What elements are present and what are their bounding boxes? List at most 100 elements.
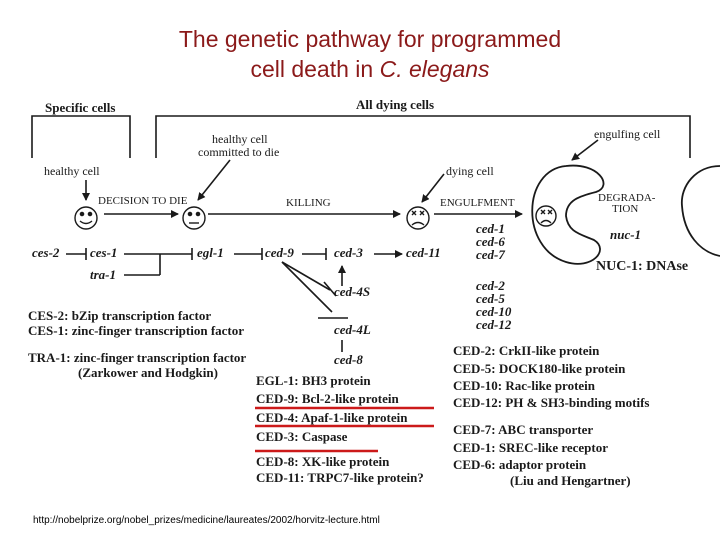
gene-ced-4L: ced-4L — [334, 322, 371, 337]
legend-ced-12-desc: PH & SH3-binding motifs — [505, 395, 650, 410]
source-url[interactable]: http://nobelprize.org/nobel_prizes/medic… — [33, 515, 380, 526]
legend-ced-8: CED-8: XK-like protein — [256, 454, 389, 470]
gene-ced-7: ced-7 — [476, 247, 505, 262]
pointer-dying-cell — [421, 173, 445, 203]
all-dying-cells-header: All dying cells — [356, 97, 435, 112]
legend-ced-3-desc: Caspase — [301, 429, 348, 444]
legend-ced-9-desc: Bcl-2-like protein — [301, 391, 399, 406]
legend-ced-12: CED-12: PH & SH3-binding motifs — [453, 395, 649, 411]
legend-ced-8-name: CED-8: — [256, 454, 299, 469]
engulfing-cell-label: engulfing cell — [594, 127, 661, 141]
legend-ced-4-desc: Apaf-1-like protein — [301, 410, 408, 425]
legend-ced-5-desc: DOCK180-like protein — [498, 361, 626, 376]
legend-tra-1: TRA-1: zinc-finger transcription factor — [28, 350, 246, 366]
gene-ced-11: ced-11 — [406, 245, 441, 260]
title-species: C. elegans — [379, 56, 490, 82]
healthy-committed-label-2: committed to die — [198, 145, 280, 159]
engulfed-cell-face-icon — [535, 205, 557, 227]
legend-ced-2-desc: CrkII-like protein — [498, 343, 600, 358]
gene-ced-4S: ced-4S — [334, 284, 371, 299]
gene-egl-1: egl-1 — [197, 245, 224, 260]
ced9-to-ced4S — [281, 261, 331, 291]
gene-ced-12: ced-12 — [476, 317, 512, 332]
legend-ced-10-desc: Rac-like protein — [505, 378, 596, 393]
gene-nuc-1: nuc-1 — [610, 227, 642, 242]
specific-cells-header: Specific cells — [45, 100, 116, 115]
decision-to-die-label: DECISION TO DIE — [98, 195, 188, 207]
nuc-1-note: NUC-1: DNAse — [596, 259, 689, 274]
all-dying-cells-bracket — [155, 115, 691, 158]
gene-ced-9: ced-9 — [265, 245, 294, 260]
gene-ced-1: ced-1 — [476, 221, 505, 236]
gene-tra-1: tra-1 — [90, 267, 116, 282]
legend-ced-1-desc: SREC-like receptor — [498, 440, 609, 455]
legend-egl-1: EGL-1: BH3 protein — [256, 373, 371, 389]
gene-ced-6: ced-6 — [476, 234, 505, 249]
legend-ced-7: CED-7: ABC transporter — [453, 422, 593, 438]
gene-ced-5: ced-5 — [476, 291, 505, 306]
dying-cell-face-icon — [406, 206, 430, 230]
legend-ced-2: CED-2: CrkII-like protein — [453, 343, 599, 359]
legend-tra-1-name: TRA-1: — [28, 350, 71, 365]
legend-ced-6: CED-6: adaptor protein — [453, 457, 586, 473]
legend-ced-4-name: CED-4: — [256, 410, 299, 425]
specific-cells-bracket — [31, 115, 131, 158]
legend-tra-1-reference: (Zarkower and Hodgkin) — [78, 365, 218, 380]
ced9-to-ced4L — [281, 261, 333, 313]
title-line-1: The genetic pathway for programmed — [178, 26, 562, 52]
pointer-engulfing-cell — [571, 139, 599, 161]
legend-ces-1-name: CES-1: — [28, 323, 69, 338]
legend-ced-7-desc: ABC transporter — [498, 422, 594, 437]
legend-ced-3: CED-3: Caspase — [256, 429, 347, 445]
legend-ces-1: CES-1: zinc-finger transcription factor — [28, 323, 244, 339]
legend-ced-1: CED-1: SREC-like receptor — [453, 440, 608, 456]
gene-ces-2: ces-2 — [32, 245, 60, 260]
legend-ced-10: CED-10: Rac-like protein — [453, 378, 595, 394]
legend-ces-1-desc: zinc-finger transcription factor — [71, 323, 245, 338]
gene-ced-3: ced-3 — [334, 245, 363, 260]
killing-label: KILLING — [286, 197, 331, 209]
legend-ced-8-desc: XK-like protein — [301, 454, 390, 469]
legend-ced-12-name: CED-12: — [453, 395, 503, 410]
legend-ced-3-name: CED-3: — [256, 429, 299, 444]
title-line-2: cell death in C. elegans — [0, 54, 720, 84]
legend-ced-5-name: CED-5: — [453, 361, 496, 376]
gene-ced-8: ced-8 — [334, 352, 363, 367]
engulfment-label: ENGULFMENT — [440, 197, 515, 209]
legend-tra-1-desc: zinc-finger transcription factor — [73, 350, 247, 365]
pointer-committed-cell — [197, 159, 231, 201]
legend-ces-2: CES-2: bZip transcription factor — [28, 308, 211, 324]
title-line-2-text: cell death in — [250, 56, 380, 82]
legend-ced-9-name: CED-9: — [256, 391, 299, 406]
legend-ces-2-name: CES-2: — [28, 308, 69, 323]
legend-ced-7-name: CED-7: — [453, 422, 496, 437]
legend-ced-6-desc: adaptor protein — [498, 457, 587, 472]
legend-ced-11-name: CED-11: — [256, 470, 305, 485]
right-legend-reference: (Liu and Hengartner) — [510, 473, 631, 488]
healthy-cell-face-icon — [74, 206, 98, 230]
gene-ced-2: ced-2 — [476, 278, 505, 293]
gene-ces-1: ces-1 — [90, 245, 118, 260]
legend-ced-10-name: CED-10: — [453, 378, 503, 393]
engulfing-cell-icon — [531, 164, 605, 265]
legend-ced-4: CED-4: Apaf-1-like protein — [256, 410, 407, 426]
legend-ced-11-desc: TRPC7-like protein? — [307, 470, 424, 485]
legend-egl-1-name: EGL-1: — [256, 373, 299, 388]
legend-ced-6-name: CED-6: — [453, 457, 496, 472]
degradation-cell-icon — [681, 165, 720, 257]
legend-ces-2-desc: bZip transcription factor — [71, 308, 212, 323]
legend-ced-2-name: CED-2: — [453, 343, 496, 358]
legend-egl-1-desc: BH3 protein — [301, 373, 371, 388]
degradation-label-1: DEGRADA- — [598, 192, 656, 204]
legend-ced-1-name: CED-1: — [453, 440, 496, 455]
legend-ced-9: CED-9: Bcl-2-like protein — [256, 391, 399, 407]
committed-cell-face-icon — [182, 206, 206, 230]
gene-ced-10: ced-10 — [476, 304, 512, 319]
dying-cell-label: dying cell — [446, 164, 494, 178]
degradation-label-2: TION — [612, 203, 639, 215]
legend-ced-5: CED-5: DOCK180-like protein — [453, 361, 625, 377]
healthy-cell-label: healthy cell — [44, 164, 100, 178]
healthy-committed-label-1: healthy cell — [212, 132, 268, 146]
legend-ced-11: CED-11: TRPC7-like protein? — [256, 470, 424, 486]
